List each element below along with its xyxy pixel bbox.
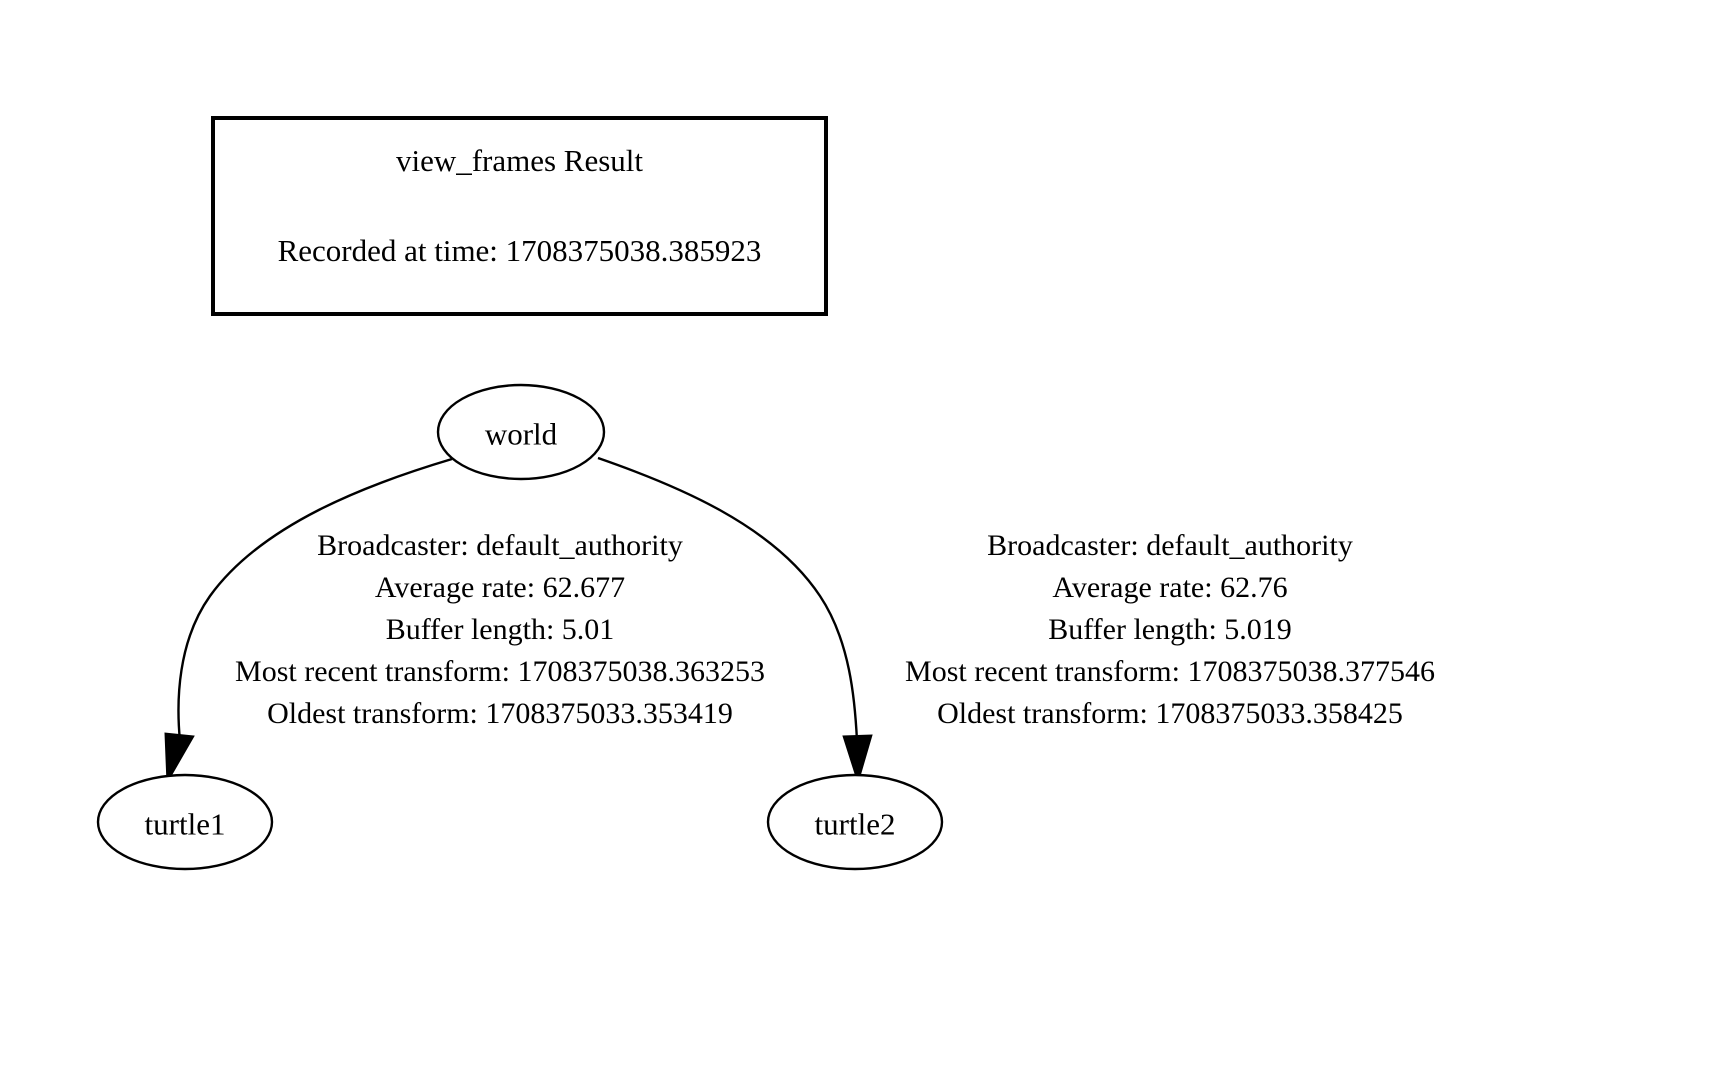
edge-label-world-turtle2: Broadcaster: default_authority Average r… [905, 525, 1435, 735]
title-box: view_frames Result Recorded at time: 170… [211, 116, 828, 316]
edge-label-broadcaster: Broadcaster: default_authority [987, 529, 1353, 562]
edge-label-buffer-length: Buffer length: 5.019 [1048, 613, 1292, 646]
edge-label-world-turtle1: Broadcaster: default_authority Average r… [235, 525, 765, 735]
node-label-turtle1[interactable]: turtle1 [144, 806, 226, 842]
node-turtle1-shape[interactable] [96, 773, 274, 871]
edge-world-turtle1 [164, 457, 453, 785]
edge-label-oldest-transform: Oldest transform: 1708375033.358425 [937, 697, 1403, 730]
node-turtle2-shape[interactable] [766, 773, 944, 871]
node-label-turtle2[interactable]: turtle2 [814, 806, 896, 842]
node-world-shape[interactable] [436, 383, 606, 481]
node-label-world[interactable]: world [484, 416, 558, 452]
edge-label-buffer-length: Buffer length: 5.01 [385, 613, 615, 646]
recorded-at-time: Recorded at time: 1708375038.385923 [277, 233, 762, 268]
edge-label-average-rate: Average rate: 62.677 [374, 571, 626, 604]
edge-label-most-recent-transform: Most recent transform: 1708375038.377546 [905, 655, 1435, 688]
edge-label-broadcaster: Broadcaster: default_authority [317, 529, 683, 562]
edge-label-most-recent-transform: Most recent transform: 1708375038.363253 [235, 655, 765, 688]
title-heading: view_frames Result [395, 143, 644, 178]
edge-label-oldest-transform: Oldest transform: 1708375033.353419 [267, 697, 733, 730]
edge-world-turtle2 [597, 456, 873, 785]
edge-label-average-rate: Average rate: 62.76 [1052, 571, 1288, 604]
